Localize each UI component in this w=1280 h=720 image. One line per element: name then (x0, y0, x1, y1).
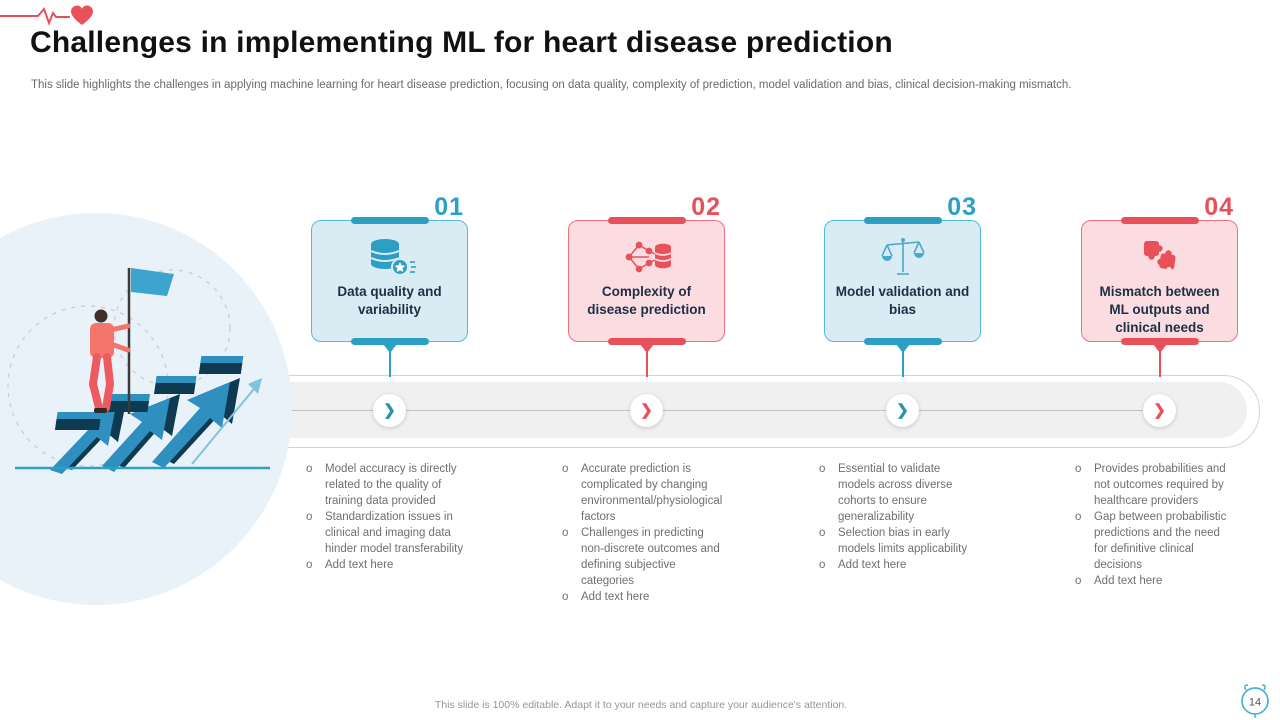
bullet-text: Standardization issues in clinical and i… (325, 511, 464, 555)
list-item: o Add text here (562, 589, 730, 605)
list-item: o Add text here (1075, 573, 1243, 589)
card-top-tab (863, 217, 942, 224)
challenge-card-1: 01 Data quality and variability (311, 193, 468, 353)
card-number: 02 (691, 193, 721, 221)
card-pointer (639, 344, 654, 353)
editable-note: This slide is 100% editable. Adapt it to… (434, 699, 848, 711)
bullet-marker: o (1075, 575, 1082, 587)
challenge-card-2: 02 Complexity of disease prediction (568, 193, 725, 353)
bullet-text: Gap between probabilistic predictions an… (1094, 511, 1227, 571)
bullet-marker: o (562, 591, 569, 603)
card-title: Mismatch between ML outputs and clinical… (1099, 284, 1220, 335)
list-item: o Gap between probabilistic predictions … (1075, 509, 1243, 573)
list-item: o Selection bias in early models limits … (819, 525, 987, 557)
card-title: Model validation and bias (835, 284, 970, 317)
list-item: o Standardization issues in clinical and… (306, 509, 474, 557)
card-top-tab (350, 217, 429, 224)
timeline-chevron-4: ❯ (1143, 394, 1176, 427)
balance-scale-icon (880, 235, 926, 279)
bullet-text: Model accuracy is directly related to th… (325, 463, 457, 507)
bullet-marker: o (819, 527, 826, 539)
bullet-text: Add text here (838, 559, 907, 571)
bullet-text: Add text here (1094, 575, 1163, 587)
card-number: 01 (434, 193, 464, 221)
bullet-text: Provides probabilities and not outcomes … (1094, 463, 1226, 507)
timeline-chevron-3: ❯ (886, 394, 919, 427)
challenge-card-4: 04 Mismatch between ML outputs and clini… (1081, 193, 1238, 353)
chevron-right-icon: ❯ (640, 402, 653, 419)
chevron-right-icon: ❯ (383, 402, 396, 419)
card-bottom-tab (350, 338, 429, 345)
bullet-text: Add text here (325, 559, 394, 571)
list-item: o Provides probabilities and not outcome… (1075, 461, 1243, 509)
bullet-marker: o (819, 559, 826, 571)
card-title: Complexity of disease prediction (587, 284, 706, 317)
card-pointer (382, 344, 397, 353)
timeline-chevron-1: ❯ (373, 394, 406, 427)
card-bottom-tab (1120, 338, 1199, 345)
challenge-card-3: 03 Model validation and bias (824, 193, 981, 353)
bullet-list-3: o Essential to validate models across di… (819, 461, 987, 573)
card-number: 04 (1204, 193, 1234, 221)
bullet-marker: o (306, 511, 313, 523)
connector-line (646, 344, 648, 377)
card-top-tab (1120, 217, 1199, 224)
bullet-list-4: o Provides probabilities and not outcome… (1075, 461, 1243, 589)
bullet-list-2: o Accurate prediction is complicated by … (562, 461, 730, 605)
list-item: o Accurate prediction is complicated by … (562, 461, 730, 525)
timeline-center-line (230, 410, 1160, 411)
stethoscope-page-number-icon: 14 (1241, 684, 1269, 718)
card-top-tab (607, 217, 686, 224)
bullet-text: Essential to validate models across dive… (838, 463, 953, 523)
heartbeat-line-icon (0, 5, 93, 26)
bullet-text: Accurate prediction is complicated by ch… (581, 463, 723, 523)
page-subtitle: This slide highlights the challenges in … (31, 79, 1072, 91)
card-bottom-tab (607, 338, 686, 345)
page-title: Challenges in implementing ML for heart … (30, 26, 893, 59)
bullet-marker: o (562, 463, 569, 475)
connector-line (389, 344, 391, 377)
bullet-text: Challenges in predicting non-discrete ou… (581, 527, 720, 587)
connector-line (902, 344, 904, 377)
chevron-right-icon: ❯ (1153, 402, 1166, 419)
puzzle-pieces-icon (1138, 235, 1182, 279)
bullet-marker: o (306, 559, 313, 571)
network-database-icon (621, 235, 673, 279)
bullet-marker: o (306, 463, 313, 475)
bullet-marker: o (562, 527, 569, 539)
bullet-list-1: o Model accuracy is directly related to … (306, 461, 474, 573)
card-title: Data quality and variability (337, 284, 442, 317)
card-pointer (1152, 344, 1167, 353)
list-item: o Essential to validate models across di… (819, 461, 987, 525)
card-number: 03 (947, 193, 977, 221)
card-pointer (895, 344, 910, 353)
database-quality-icon (364, 235, 416, 279)
list-item: o Add text here (306, 557, 474, 573)
timeline-chevron-2: ❯ (630, 394, 663, 427)
bullet-text: Add text here (581, 591, 650, 603)
list-item: o Add text here (819, 557, 987, 573)
list-item: o Model accuracy is directly related to … (306, 461, 474, 509)
chevron-right-icon: ❯ (896, 402, 909, 419)
bullet-text: Selection bias in early models limits ap… (838, 527, 968, 555)
bullet-marker: o (1075, 463, 1082, 475)
page-number: 14 (1249, 697, 1261, 709)
card-bottom-tab (863, 338, 942, 345)
growth-stairs-illustration (7, 268, 270, 474)
bullet-marker: o (819, 463, 826, 475)
list-item: o Challenges in predicting non-discrete … (562, 525, 730, 589)
connector-line (1159, 344, 1161, 377)
bullet-marker: o (1075, 511, 1082, 523)
